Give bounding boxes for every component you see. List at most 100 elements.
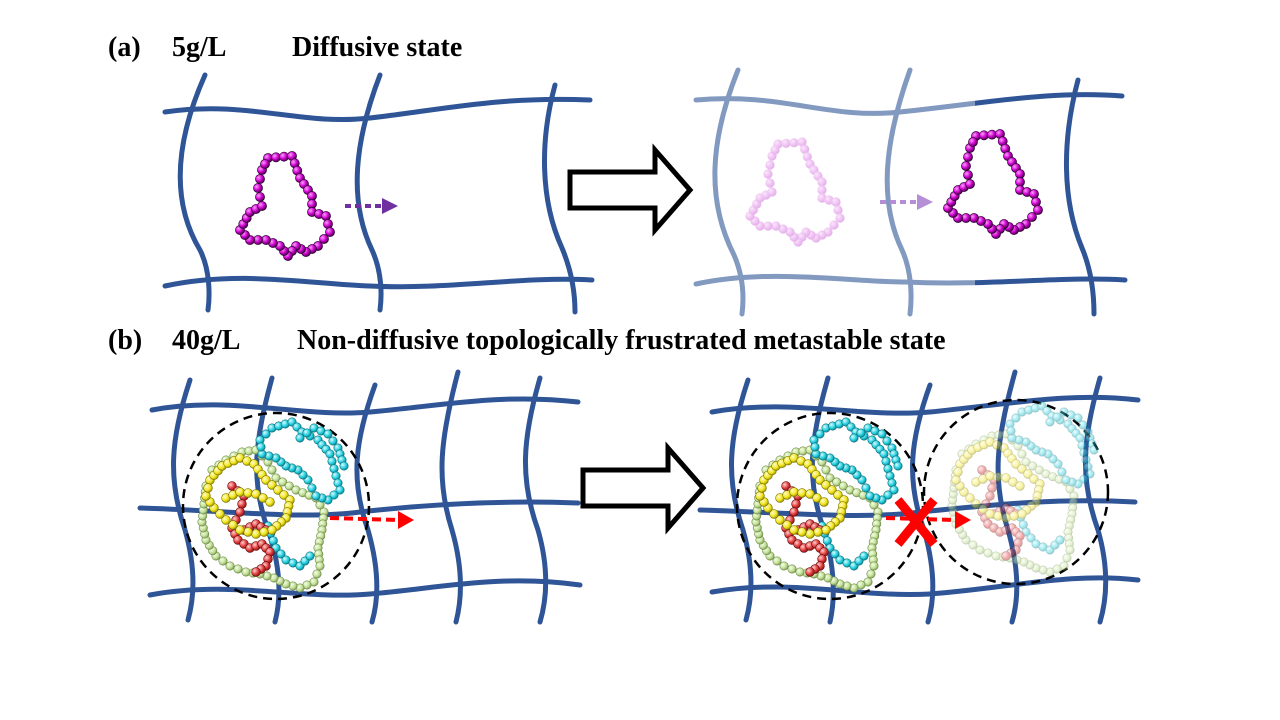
polymer-bead	[1001, 473, 1011, 483]
polymer-bead	[273, 485, 283, 495]
polymer-bead	[882, 436, 892, 446]
polymer-bead	[258, 493, 268, 503]
polymer-bead	[805, 489, 815, 499]
polymer-bead	[256, 442, 266, 452]
polymer-bead	[1027, 212, 1037, 222]
network-a-right	[693, 67, 1128, 317]
polymer-bead	[849, 433, 859, 443]
network-strand	[712, 67, 746, 317]
panel-a-state: Diffusive state	[292, 32, 463, 63]
network-strand	[729, 377, 754, 623]
polymer-bead	[778, 224, 788, 234]
polymer-bead	[235, 525, 245, 535]
polymer-bead	[767, 187, 777, 197]
polymer-bead	[821, 525, 831, 535]
polymer-bead	[819, 497, 829, 507]
polymer-bead	[1065, 545, 1075, 555]
polymer-bead	[787, 564, 797, 574]
polymer-bead	[856, 428, 866, 438]
polymer-bead	[279, 490, 289, 500]
polymer-bead	[1015, 481, 1025, 491]
polymer-bead	[227, 481, 237, 491]
polymer-bead	[261, 429, 271, 439]
polymer-bead	[968, 137, 978, 147]
polymer-bead	[802, 152, 812, 162]
polymer-bead	[830, 549, 840, 559]
polymer-bead	[755, 491, 765, 501]
polymer-bead	[1011, 459, 1021, 469]
polymer-bead	[785, 227, 795, 237]
polymer-bead	[812, 493, 822, 503]
polymer-bead	[1029, 474, 1039, 484]
polymer-bead	[971, 499, 981, 509]
polymer-bead	[1017, 464, 1027, 474]
polymer-bead	[225, 561, 235, 571]
polymer-bead	[241, 567, 251, 577]
polymer-bead	[763, 221, 773, 231]
polymer-bead	[817, 185, 827, 195]
entangled-ring-cluster-faded	[947, 401, 1099, 577]
polymer-bead	[993, 472, 1003, 482]
polymer-bead	[259, 527, 269, 537]
polymer-bead	[977, 465, 987, 475]
cluster-boundary-circle	[735, 411, 925, 601]
network-strand	[693, 273, 1128, 287]
polymer-bead	[821, 480, 831, 490]
polymer-bead	[838, 481, 848, 491]
polymer-bead	[827, 485, 837, 495]
polymer-bead	[1033, 205, 1043, 215]
polymer-bead	[817, 177, 827, 187]
polymer-bead	[765, 178, 775, 188]
polymer-bead	[1006, 426, 1016, 436]
polymer-bead	[311, 491, 321, 501]
polymer-bead	[1028, 461, 1038, 471]
polymer-bead	[1085, 469, 1095, 479]
polymer-bead	[983, 548, 993, 558]
polymer-bead	[235, 507, 245, 517]
polymer-bead	[315, 561, 325, 571]
polymer-bead	[1077, 440, 1087, 450]
polymer-bead	[797, 527, 807, 537]
x-mark-icon	[894, 497, 938, 547]
polymer-bead	[321, 211, 331, 221]
polymer-bead	[963, 170, 973, 180]
polymer-bead	[201, 491, 211, 501]
polymer-bead	[295, 433, 305, 443]
polymer-bead	[831, 197, 841, 207]
polymer-bead	[278, 477, 288, 487]
polymer-bead	[276, 549, 286, 559]
polymer-bead	[302, 428, 312, 438]
polymer-bead	[325, 227, 335, 237]
motion-arrow-a-faded	[880, 194, 933, 210]
network-b-right	[697, 369, 1141, 625]
polymer-bead	[1017, 509, 1027, 519]
panel-b-tag: (b)	[108, 325, 143, 356]
network-strand	[884, 67, 914, 317]
polymer-bead	[319, 234, 329, 244]
network-strand	[1082, 375, 1109, 625]
polymer-bead	[889, 485, 899, 495]
network-a-left	[162, 72, 595, 315]
polymer-bead	[1023, 469, 1033, 479]
polymer-bead	[328, 436, 338, 446]
polymer-bead	[203, 483, 213, 493]
motion-arrow-b	[329, 511, 414, 529]
network-strand	[439, 369, 463, 625]
polymer-bead	[987, 483, 997, 493]
polymer-bead	[965, 179, 975, 189]
network-fade-overlay	[690, 60, 975, 322]
polymer-bead	[243, 527, 253, 537]
polymer-bead	[805, 567, 815, 577]
polymer-bead	[877, 429, 887, 439]
polymer-bead	[859, 551, 869, 561]
polymer-bead	[985, 491, 995, 501]
polymer-bead	[1055, 535, 1065, 545]
polymer-bead	[1029, 189, 1039, 199]
polymer-bead	[1021, 457, 1031, 467]
polymer-bead	[1034, 465, 1044, 475]
polymer-bead	[1052, 412, 1062, 422]
polymer-bead	[951, 475, 961, 485]
network-strand	[162, 275, 595, 290]
polymer-bead	[284, 481, 294, 491]
